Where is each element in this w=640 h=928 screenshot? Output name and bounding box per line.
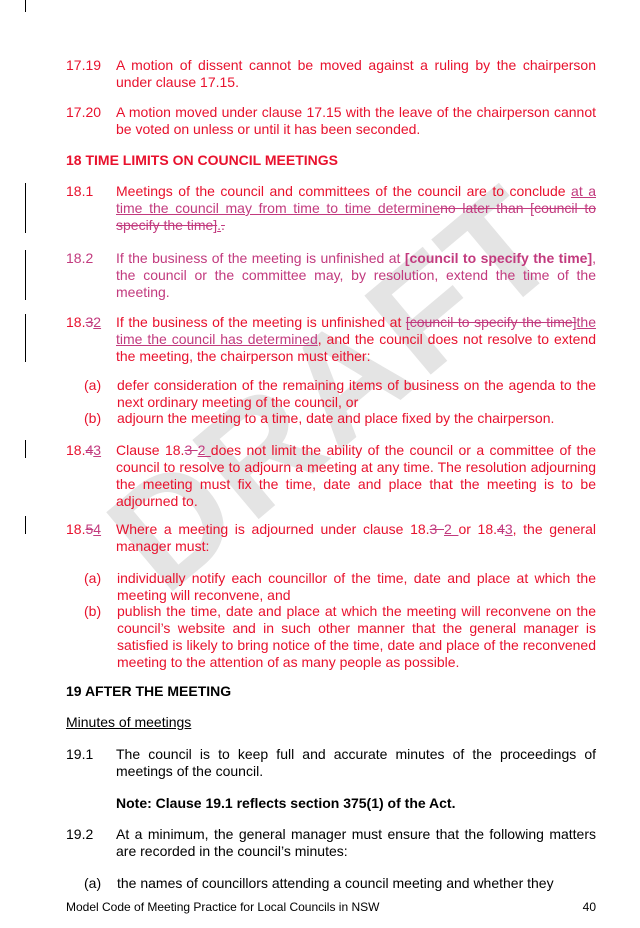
clause-number: 18.32	[66, 314, 102, 330]
change-bar-18-3	[25, 314, 27, 362]
inserted-text: 3	[504, 521, 513, 537]
inserted-text: 2	[444, 521, 459, 537]
item-label: (b)	[84, 603, 102, 619]
item-text: defer consideration of the remaining ite…	[117, 377, 596, 410]
text-run: Meetings of the council and committees o…	[116, 183, 572, 199]
bold-text: [council to specify the time]	[404, 250, 593, 266]
clause-text: If the business of the meeting is unfini…	[116, 314, 596, 365]
item-text: the names of councillors attending a cou…	[117, 875, 554, 891]
clause-text: If the business of the meeting is unfini…	[116, 250, 596, 301]
deleted-text: .	[221, 217, 225, 233]
page-number: 40	[582, 900, 596, 914]
section-heading-19: 19 AFTER THE MEETING	[66, 683, 232, 699]
deleted-text: 3	[429, 521, 444, 537]
clause-number: 19.1	[66, 746, 94, 762]
clause-text: Clause 18.3 2 does not limit the ability…	[116, 442, 596, 510]
clause-number: 17.19	[66, 57, 102, 73]
item-text: publish the time, date and place at whic…	[117, 603, 596, 670]
change-bar-18-1	[25, 183, 27, 233]
item-label: (b)	[84, 410, 102, 426]
change-bar-18-5	[25, 516, 27, 534]
clause-text: A motion of dissent cannot be moved agai…	[116, 57, 596, 90]
inserted-text: 2	[197, 442, 211, 458]
text-run: If the business of the meeting is unfini…	[116, 314, 406, 330]
text-run: , the council or the committee may, by r…	[116, 250, 596, 300]
clause-text: Meetings of the council and committees o…	[116, 183, 596, 234]
item-label: (a)	[84, 570, 102, 586]
page-footer: Model Code of Meeting Practice for Local…	[66, 899, 596, 916]
subheading-minutes: Minutes of meetings	[66, 714, 192, 730]
deleted-text: [council to specify the time]	[405, 314, 577, 330]
text-run: Clause 18.	[116, 442, 185, 458]
item-label: (a)	[84, 377, 102, 393]
text-run: If the business of the meeting is unfini…	[116, 250, 405, 266]
clause-number: 17.20	[66, 104, 102, 120]
deleted-text: 3	[184, 442, 198, 458]
text-run: , the general manager must:	[116, 521, 596, 554]
item-label: (a)	[84, 875, 102, 891]
text-run: or 18.	[458, 521, 498, 537]
text-run: , and the council does not resolve to ex…	[116, 331, 596, 364]
change-bar-top	[25, 0, 27, 12]
change-bar-18-4	[25, 440, 27, 458]
clause-number: 18.2	[66, 250, 94, 266]
clause-number: 18.43	[66, 442, 102, 458]
clause-number: 18.54	[66, 521, 102, 537]
clause-text: Where a meeting is adjourned under claus…	[116, 521, 596, 555]
note-text: Note: Clause 19.1 reflects section 375(1…	[116, 795, 456, 811]
clause-number: 19.2	[66, 826, 94, 842]
inserted-text: at a time the council may from time to t…	[116, 183, 596, 216]
change-bar-18-2	[25, 250, 27, 300]
inserted-text: the time the council has determined	[116, 314, 597, 347]
item-text: adjourn the meeting to a time, date and …	[117, 410, 555, 426]
text-run: Where a meeting is adjourned under claus…	[116, 521, 430, 537]
section-heading-18: 18 TIME LIMITS ON COUNCIL MEETINGS	[66, 152, 338, 168]
clause-text: At a minimum, the general manager must e…	[116, 826, 596, 859]
inserted-text: .	[217, 217, 222, 233]
item-text: individually notify each councillor of t…	[117, 570, 596, 603]
text-run: does not limit the ability of the counci…	[116, 442, 596, 509]
deleted-text: no later than [council to specify the ti…	[116, 200, 596, 233]
footer-title: Model Code of Meeting Practice for Local…	[66, 900, 380, 914]
clause-text: A motion moved under clause 17.15 with t…	[116, 104, 596, 137]
clause-number: 18.1	[66, 183, 94, 199]
deleted-text: 4	[497, 521, 505, 537]
clause-text: The council is to keep full and accurate…	[116, 746, 596, 779]
